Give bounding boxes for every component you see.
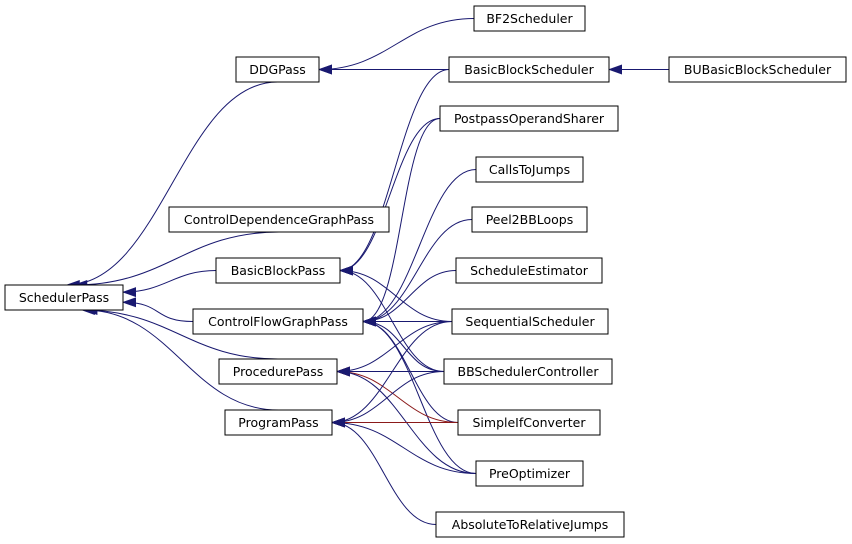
edge-controlflowgraphpass-to-schedulerpass [122, 297, 194, 322]
node-label-preoptimizer: PreOptimizer [489, 466, 571, 481]
node-basicblockpass[interactable]: BasicBlockPass [215, 257, 341, 284]
node-label-scheduleestimator: ScheduleEstimator [470, 263, 589, 278]
edges-layer [65, 18, 669, 525]
node-sequentialscheduler[interactable]: SequentialScheduler [451, 308, 609, 335]
edge-bbschedulercontroller-to-programpass [331, 371, 445, 428]
node-label-callstojumps: CallsToJumps [489, 162, 570, 177]
node-callstojumps[interactable]: CallsToJumps [475, 156, 584, 183]
edge-postpassoperandsharer-to-controlflowgraphpass [362, 118, 441, 327]
edge-postpassoperandsharer-to-basicblockpass [339, 118, 441, 276]
edge-basicblockpass-to-schedulerpass [122, 270, 217, 298]
node-label-postpassoperandsharer: PostpassOperandSharer [454, 111, 605, 126]
node-simpleifconverter[interactable]: SimpleIfConverter [457, 409, 601, 436]
edge-ddgpass-to-schedulerpass [65, 81, 278, 290]
node-basicblockscheduler[interactable]: BasicBlockScheduler [448, 56, 610, 83]
node-postpassoperandsharer[interactable]: PostpassOperandSharer [439, 105, 619, 132]
node-label-peel2bbloops: Peel2BBLoops [486, 212, 574, 227]
nodes-layer: SchedulerPass DDGPass ControlDependenceG… [4, 5, 847, 538]
edge-bf2scheduler-to-ddgpass [318, 18, 475, 75]
node-label-schedulerpass: SchedulerPass [19, 290, 109, 305]
edge-controldependencegraphpass-to-schedulerpass [73, 231, 280, 290]
node-label-basicblockpass: BasicBlockPass [231, 263, 326, 278]
node-label-programpass: ProgramPass [238, 415, 318, 430]
edge-preoptimizer-to-programpass [331, 417, 477, 474]
edge-peel2bbloops-to-controlflowgraphpass [362, 219, 473, 327]
edge-programpass-to-schedulerpass [83, 305, 279, 411]
node-preoptimizer[interactable]: PreOptimizer [475, 460, 584, 487]
node-label-procedurepass: ProcedurePass [233, 364, 323, 379]
node-label-bbschedulercontroller: BBSchedulerController [458, 364, 600, 379]
node-procedurepass[interactable]: ProcedurePass [218, 358, 338, 385]
node-controlflowgraphpass[interactable]: ControlFlowGraphPass [192, 308, 364, 335]
node-schedulerpass[interactable]: SchedulerPass [4, 284, 124, 311]
node-label-sequentialscheduler: SequentialScheduler [465, 314, 595, 329]
node-label-basicblockscheduler: BasicBlockScheduler [464, 62, 594, 77]
node-label-controlflowgraphpass: ControlFlowGraphPass [208, 314, 348, 329]
node-bf2scheduler[interactable]: BF2Scheduler [473, 5, 586, 32]
node-programpass[interactable]: ProgramPass [224, 409, 333, 436]
node-bubasicblockscheduler[interactable]: BUBasicBlockScheduler [668, 56, 847, 83]
node-label-simpleifconverter: SimpleIfConverter [472, 415, 586, 430]
edge-absolutetorelativejumps-to-programpass [331, 417, 437, 525]
node-absolutetorelativejumps[interactable]: AbsoluteToRelativeJumps [435, 511, 625, 538]
node-bbschedulercontroller[interactable]: BBSchedulerController [443, 358, 613, 385]
edge-bbschedulercontroller-to-controlflowgraphpass [362, 316, 445, 372]
node-peel2bbloops[interactable]: Peel2BBLoops [471, 206, 588, 233]
edge-basicblockscheduler-to-basicblockpass [339, 69, 450, 276]
edge-sequentialscheduler-to-procedurepass [336, 321, 453, 377]
node-label-absolutetorelativejumps: AbsoluteToRelativeJumps [452, 517, 608, 532]
node-ddgpass[interactable]: DDGPass [235, 56, 320, 83]
node-label-bf2scheduler: BF2Scheduler [486, 11, 573, 26]
node-label-ddgpass: DDGPass [249, 62, 306, 77]
node-scheduleestimator[interactable]: ScheduleEstimator [455, 257, 603, 284]
edge-procedurepass-to-schedulerpass [80, 305, 279, 360]
node-label-bubasicblockscheduler: BUBasicBlockScheduler [684, 62, 832, 77]
edge-sequentialscheduler-to-programpass [331, 321, 453, 428]
node-label-controldependencegraphpass: ControlDependenceGraphPass [184, 212, 374, 227]
edge-callstojumps-to-controlflowgraphpass [362, 169, 477, 327]
node-controldependencegraphpass[interactable]: ControlDependenceGraphPass [168, 206, 390, 233]
edge-preoptimizer-to-controlflowgraphpass [362, 316, 477, 474]
edge-simpleifconverter-to-procedurepass [336, 366, 459, 423]
